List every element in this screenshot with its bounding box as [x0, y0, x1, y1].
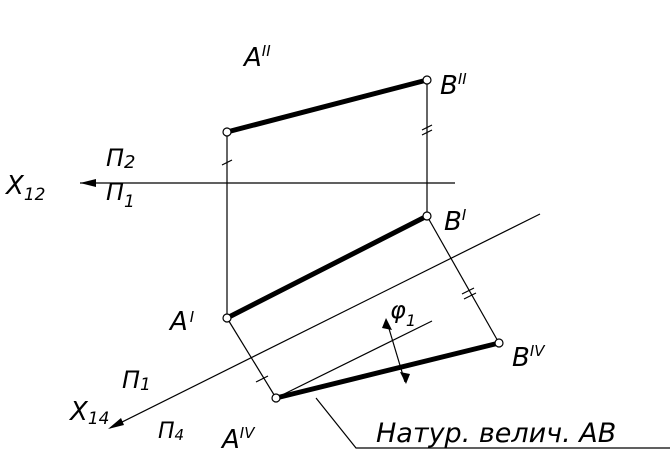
tick-b4-2 [463, 292, 477, 300]
tick-b4-1 [461, 287, 475, 295]
caption-true-length: Натур. велич. AB [376, 418, 616, 449]
label-b4: BIV [512, 342, 546, 373]
point-b1 [422, 211, 432, 221]
point-b2 [422, 75, 432, 85]
label-a2: AII [242, 42, 271, 73]
tick-a2 [221, 159, 233, 166]
axis-x14-arrow [108, 418, 124, 429]
tick-b2-2 [421, 129, 433, 136]
link-a1-a4 [226, 317, 277, 399]
label-pi2: П2 [106, 144, 136, 173]
label-pi1-low: П1 [122, 366, 151, 395]
angle-arrow-top [382, 318, 392, 330]
segment-ab-frontal [224, 77, 430, 135]
label-pi1-top: П1 [106, 178, 135, 212]
point-b4 [494, 338, 504, 348]
tick-a4 [255, 375, 269, 383]
angle-arc-line [386, 321, 406, 383]
axis-x12-arrow [80, 179, 96, 187]
tick-b2-1 [421, 124, 433, 131]
label-phi1: φ1 [390, 296, 416, 330]
point-a2 [222, 127, 232, 137]
angle-helper-line [275, 320, 433, 399]
label-pi4: П4 [158, 419, 184, 444]
label-x12: X12 [4, 171, 45, 205]
label-b1: BI [444, 206, 467, 237]
label-b2: BII [440, 70, 467, 101]
caption-leader [315, 397, 670, 449]
link-b1-b4 [426, 215, 500, 344]
label-x14: X14 [68, 397, 109, 429]
angle-arrow-bottom [400, 372, 410, 384]
point-a1 [222, 313, 232, 323]
label-a4: AIV [220, 424, 256, 455]
segment-ab-horizontal [224, 213, 430, 321]
axis-x14 [109, 213, 541, 429]
segment-ab-true-length [273, 340, 502, 401]
point-a4 [271, 393, 281, 403]
